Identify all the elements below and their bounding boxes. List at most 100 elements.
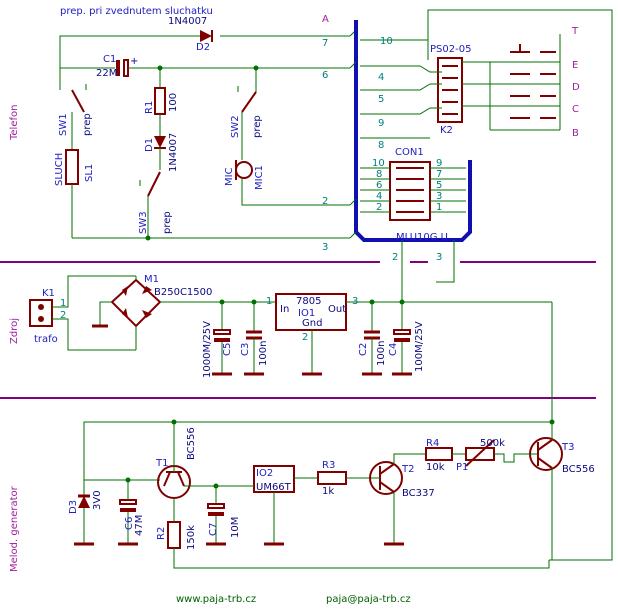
reg-label: 7805: [296, 296, 321, 307]
sl1-label: SL1: [84, 164, 95, 182]
con-left-0: 10: [372, 158, 385, 169]
io1-label: IO1: [298, 308, 315, 319]
line-A: A: [322, 14, 329, 25]
c6-plate-a: [119, 499, 137, 505]
c7-plate-b: [208, 512, 224, 516]
connector-con1: [389, 161, 431, 221]
t1-value: BC556: [186, 427, 197, 460]
bus-entry-3: [349, 231, 357, 239]
t3-label: T3: [561, 442, 574, 453]
pin-2-drop: 2: [392, 252, 398, 263]
pin-10: 10: [380, 36, 393, 47]
con-right-4: 1: [436, 202, 442, 213]
con-right-3: 3: [436, 191, 442, 202]
con-left-1: 8: [376, 169, 382, 180]
t2-collector: [379, 463, 395, 475]
wire-r2-bot: [173, 548, 550, 569]
footer-email[interactable]: paja@paja-trb.cz: [326, 594, 411, 605]
r4-label: R4: [426, 438, 439, 449]
keypad-contacts: [510, 44, 556, 119]
c4-label: C4: [388, 343, 399, 356]
bus-harness: [354, 20, 472, 242]
ps-label: PS02-05: [430, 44, 471, 55]
c7-label: C7: [208, 523, 219, 536]
r2-value: 150k: [186, 525, 197, 550]
con-right-1: 7: [436, 169, 442, 180]
t1-emitter: [163, 471, 171, 487]
bus-entry-6: [349, 61, 357, 69]
resistor-r2: [167, 521, 181, 549]
t3-emitter: [537, 439, 553, 451]
c1-label: C1: [103, 54, 116, 65]
d1-label: D1: [144, 138, 155, 152]
k2-label: K2: [440, 125, 453, 136]
trafo-label: trafo: [34, 334, 58, 345]
m1-label: M1: [144, 274, 159, 285]
c1-plate-b: [123, 59, 129, 77]
m1-value: B250C1500: [154, 287, 212, 298]
section-zdroj: Zdroj: [9, 318, 20, 344]
connector-k1: [29, 299, 53, 327]
d2-value: 1N4007: [168, 16, 207, 27]
wire-top: [59, 35, 200, 83]
sw3-label: SW3: [138, 211, 149, 234]
pin-9: 9: [378, 118, 384, 129]
c4-value: 100M/25V: [414, 321, 425, 372]
resistor-r4: [425, 447, 453, 461]
c3-value: 100n: [258, 341, 269, 366]
c4-plate-b: [394, 338, 410, 342]
t1-collector: [177, 471, 185, 487]
io2-value: UM66T: [256, 482, 292, 493]
c7-value: 10M: [230, 517, 241, 538]
r1-value: 100: [168, 93, 179, 112]
regulator-7805: [275, 293, 347, 331]
p1-label: P1: [456, 462, 468, 473]
reg-gnd: Gnd: [302, 318, 322, 329]
line-D: D: [572, 82, 580, 93]
sluch-label: SLUCH: [54, 153, 65, 186]
wire-t2-collector: [393, 453, 426, 464]
wire-p1-out: [494, 453, 530, 463]
switch-sw3: [147, 171, 161, 197]
pin-4: 4: [378, 72, 384, 83]
line-T: T: [571, 26, 579, 37]
c7-plate-a: [207, 503, 225, 509]
c1-value: 22M: [96, 68, 117, 79]
t2-label: T2: [401, 464, 414, 475]
wire-k1-2: [52, 318, 136, 351]
c1-plus: +: [130, 56, 138, 67]
title-text: prep. pri zvednutem sluchatku: [60, 6, 213, 17]
t2-value: BC337: [402, 488, 435, 499]
connector-ps02: [437, 57, 463, 123]
wire-bus-4: [360, 65, 442, 73]
sw2-label: SW2: [230, 115, 241, 138]
c5-plate-a: [213, 329, 231, 335]
c5-plate-b: [214, 338, 230, 342]
pin-2-top: 2: [322, 196, 328, 207]
t3-value: BC556: [562, 464, 595, 475]
c4-plate-a: [393, 329, 411, 335]
t2-emitter: [379, 481, 395, 493]
wire-drop-3: [436, 240, 455, 283]
footer-web[interactable]: www.paja-trb.cz: [176, 594, 256, 605]
pin-3-top: 3: [322, 242, 328, 253]
r4-value: 10k: [426, 462, 445, 473]
bus-entry-2: [349, 198, 357, 206]
c6-label: C6: [124, 517, 135, 530]
d3-label: D3: [68, 500, 79, 514]
pin-5: 5: [378, 94, 384, 105]
switch-sw1: [71, 89, 85, 113]
sw2-prep: prep: [252, 115, 263, 138]
pin-6: 6: [322, 70, 328, 81]
wire-2-top: [241, 178, 350, 206]
reg-out: Out: [328, 304, 346, 315]
microphone-mic1: [235, 161, 253, 179]
con-left-4: 2: [376, 202, 382, 213]
c2-label: C2: [358, 343, 369, 356]
section-melod: Melod. generator: [9, 485, 20, 572]
wire-bus-5: [360, 83, 442, 91]
resistor-r3: [317, 471, 347, 485]
wire-bridge-minus: [99, 301, 112, 326]
pin-7: 7: [322, 38, 328, 49]
line-B: B: [572, 128, 579, 139]
